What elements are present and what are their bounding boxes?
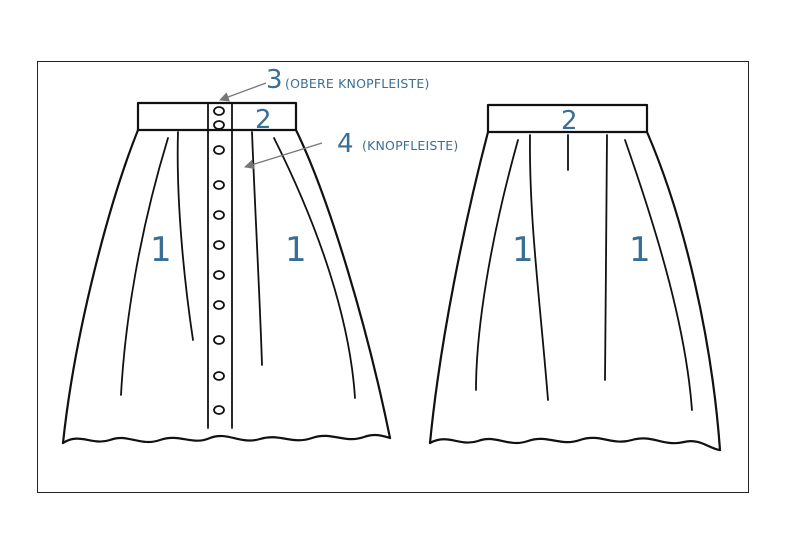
placket-arrow — [244, 142, 323, 170]
placket-number: 4 — [337, 129, 354, 159]
upper-placket-text: (OBERE KNOPFLEISTE) — [285, 76, 430, 91]
right-waistband — [486, 103, 649, 134]
left-waistband — [136, 101, 298, 132]
button — [213, 270, 225, 280]
left-panel-dart-left — [176, 131, 194, 341]
right-panel-dart-left — [529, 134, 549, 401]
left-panel-pleat-left — [120, 137, 169, 396]
button — [213, 371, 225, 381]
upper-placket-number: 3 — [266, 65, 283, 95]
button — [213, 145, 225, 155]
button — [213, 210, 225, 220]
placket-text: (KNOPFLEISTE) — [362, 138, 458, 153]
right-skirt-side-right — [645, 130, 722, 452]
left-panel-left-number: 1 — [150, 230, 172, 270]
button — [213, 180, 225, 190]
button — [213, 240, 225, 250]
left-skirt-side-right — [294, 128, 392, 440]
left-skirt — [61, 101, 392, 445]
button — [213, 300, 225, 310]
right-panel-dart-right — [604, 134, 608, 381]
right-panel-right-number: 1 — [629, 230, 651, 270]
drawing-frame — [37, 61, 749, 493]
right-panel-left-number: 1 — [512, 230, 534, 270]
left-panel-pleat-right — [273, 137, 356, 399]
right-panel-pleat-right — [624, 139, 693, 411]
right-panel-pleat-left — [475, 139, 519, 391]
left-skirt-side-left — [61, 128, 140, 445]
left-skirt-hem — [61, 433, 392, 445]
right-skirt — [428, 103, 722, 452]
button — [213, 335, 225, 345]
left-panel-dart-right — [251, 131, 263, 366]
right-skirt-hem — [428, 436, 722, 452]
left-panel-right-number: 1 — [285, 230, 307, 270]
upper-placket-arrow — [219, 82, 267, 102]
button — [213, 405, 225, 415]
button — [213, 106, 225, 116]
right-waistband-number: 2 — [561, 106, 578, 136]
right-skirt-side-left — [428, 130, 490, 445]
left-waistband-number: 2 — [255, 105, 272, 135]
button — [213, 120, 225, 130]
